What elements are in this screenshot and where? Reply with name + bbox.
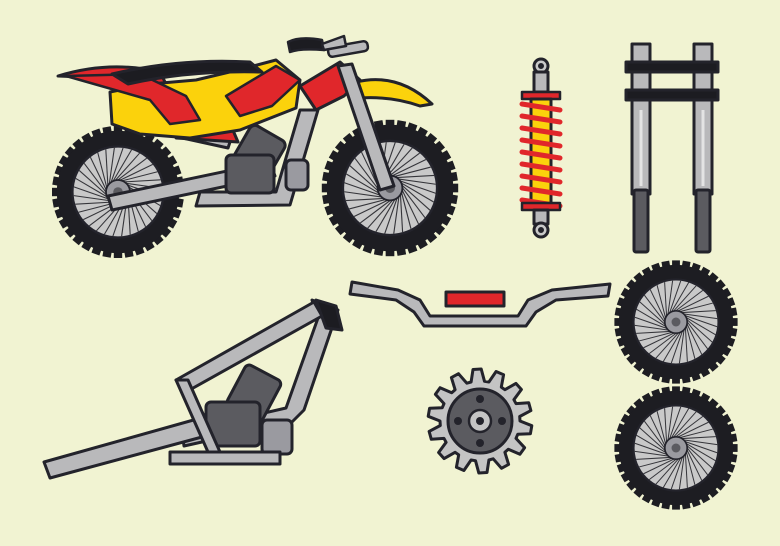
fork-tube — [336, 62, 396, 192]
front-fork — [624, 42, 720, 254]
frame-with-engine — [42, 298, 344, 480]
handlebar — [348, 280, 612, 328]
seat — [110, 59, 264, 86]
handlebar-mount — [326, 39, 370, 59]
handlebar-grip — [286, 37, 326, 54]
graphic-stripe — [224, 64, 302, 118]
rear-sprocket — [426, 367, 534, 475]
spoked-wheel-upper — [613, 259, 739, 385]
dirt-bike — [50, 34, 460, 260]
spoked-wheel-lower — [613, 385, 739, 511]
engine — [224, 123, 310, 195]
rear-shock-absorber — [519, 57, 563, 239]
front-fender — [354, 78, 434, 108]
